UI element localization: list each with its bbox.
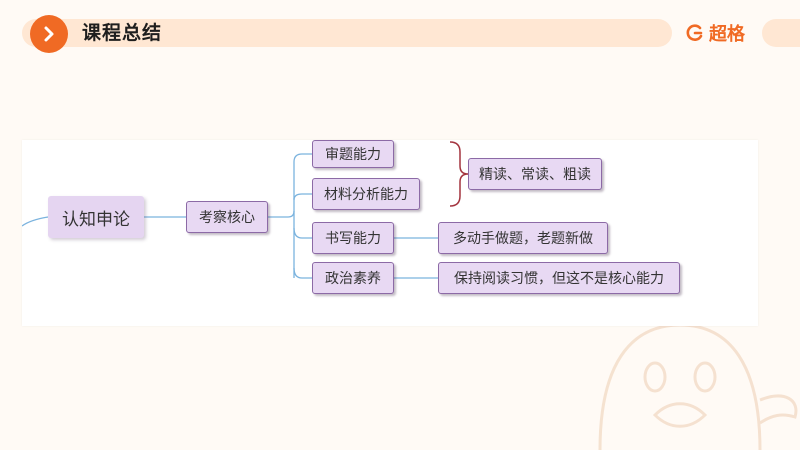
grouping-brace [449,141,469,207]
mindmap-hub-node: 考察核心 [186,201,268,233]
page-title: 课程总结 [82,22,163,44]
header-bar-end [762,19,800,47]
mindmap-root-node: 认知申论 [48,196,144,238]
brand-logo-icon [686,24,703,41]
mindmap-panel: 认知申论 考察核心 审题能力 材料分析能力 书写能力 政治素养 精读、常读、粗读… [22,140,758,326]
brand: 超格 [685,20,745,46]
header-bar [22,19,672,47]
mindmap-note-node: 多动手做题，老题新做 [438,222,608,254]
mindmap-item-node: 政治素养 [312,262,394,294]
mindmap-note-node: 精读、常读、粗读 [468,158,602,190]
mascot-watermark [598,323,798,450]
mindmap-item-node: 审题能力 [312,140,394,168]
mindmap-note-node: 保持阅读习惯，但这不是核心能力 [438,262,680,294]
chevron-right-icon [30,15,68,53]
mindmap-item-node: 书写能力 [312,222,394,254]
mindmap-item-node: 材料分析能力 [312,178,420,210]
connector-lines [22,141,469,279]
brand-name: 超格 [709,24,745,45]
